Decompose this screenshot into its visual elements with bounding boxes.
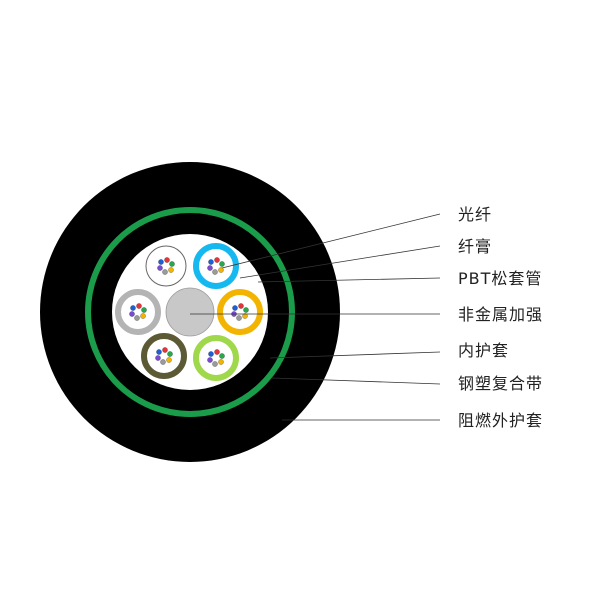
optical-fiber: [157, 265, 163, 271]
optical-fiber: [158, 259, 164, 265]
fiber-gel: [202, 344, 230, 372]
optical-fiber: [232, 305, 238, 311]
optical-fiber: [167, 351, 173, 357]
optical-fiber: [242, 313, 248, 319]
optical-fiber: [219, 353, 225, 359]
label-fiber: 光纤: [458, 205, 492, 224]
label-outer-sheath: 阻燃外护套: [458, 411, 543, 430]
optical-fiber: [214, 257, 220, 263]
optical-fiber: [134, 315, 140, 321]
optical-fiber: [218, 359, 224, 365]
optical-fiber: [136, 303, 142, 309]
optical-fiber: [129, 311, 135, 317]
steel-plastic-tape-ring: [85, 207, 295, 417]
optical-fiber: [243, 307, 249, 313]
optical-fiber: [207, 357, 213, 363]
label-group: 光纤 纤膏 PBT松套管 非金属加强 内护套 钢塑复合带 阻燃外护套: [458, 205, 543, 430]
optical-fiber: [156, 349, 162, 355]
leader-line-fiber: [221, 213, 441, 269]
pbt-loose-tube: [145, 245, 187, 287]
optical-fiber: [218, 267, 224, 273]
fiber-gel: [124, 298, 152, 326]
leader-line-tape: [271, 377, 441, 385]
optical-fiber: [155, 355, 161, 361]
optical-fiber: [141, 307, 147, 313]
label-steel-plastic-tape: 钢塑复合带: [458, 374, 543, 393]
optical-fiber: [168, 267, 174, 273]
optical-fiber: [236, 315, 242, 321]
optical-fiber: [162, 347, 168, 353]
optical-fiber: [160, 359, 166, 365]
pbt-loose-tube: [193, 243, 239, 289]
optical-fiber: [208, 259, 214, 265]
fiber-gel: [202, 252, 230, 280]
optical-fiber: [212, 361, 218, 367]
pbt-loose-tube: [115, 289, 161, 335]
optical-fiber: [162, 269, 168, 275]
label-pbt-loose-tube: PBT松套管: [458, 269, 542, 288]
leader-line-fiber-gel: [239, 245, 441, 279]
pbt-loose-tube: [217, 289, 263, 335]
optical-fiber: [208, 351, 214, 357]
optical-fiber: [140, 313, 146, 319]
leader-line-group: [190, 213, 441, 421]
leader-line-inner-sheath: [269, 351, 441, 359]
label-non-metal-strength: 非金属加强: [458, 305, 543, 324]
optical-fiber: [207, 265, 213, 271]
optical-fiber: [164, 257, 170, 263]
optical-fiber: [214, 349, 220, 355]
label-fiber-gel: 纤膏: [458, 237, 492, 256]
optical-fiber: [238, 303, 244, 309]
loose-tube-group: [115, 243, 263, 381]
fiber-gel: [150, 342, 178, 370]
optical-fiber: [219, 261, 225, 267]
fiber-gel: [226, 298, 254, 326]
optical-fiber: [212, 269, 218, 275]
fiber-gel: [152, 252, 180, 280]
leader-line-pbt-tube: [257, 277, 441, 283]
pbt-loose-tube: [193, 335, 239, 381]
label-inner-sheath: 内护套: [458, 341, 509, 360]
optical-fiber: [169, 261, 175, 267]
optical-fiber: [130, 305, 136, 311]
optical-fiber: [166, 357, 172, 363]
pbt-loose-tube: [141, 333, 187, 379]
non-metal-strength-member: [165, 287, 215, 337]
